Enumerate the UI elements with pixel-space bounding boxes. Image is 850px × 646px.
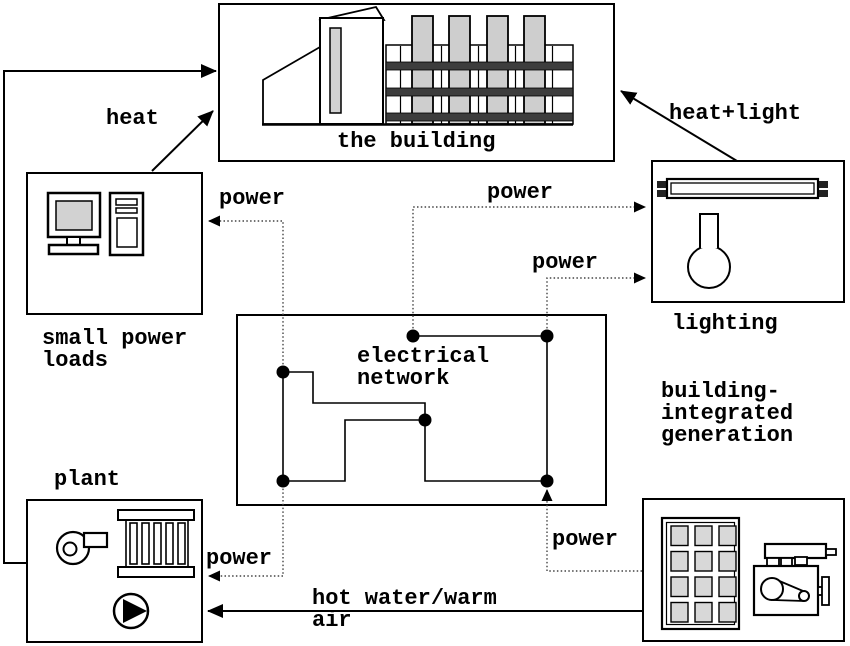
small-power-loads-label: small power loads xyxy=(42,326,188,373)
building-label: the building xyxy=(337,129,496,154)
power-from-generation-label: power xyxy=(552,527,619,552)
power-to-lighting-bottom-label: power xyxy=(532,250,599,275)
heat-light-label: heat+light xyxy=(669,101,802,126)
generation-box xyxy=(642,498,845,642)
lighting-box xyxy=(651,160,845,303)
hot-water-label: hot water/warm air xyxy=(312,586,497,633)
small-power-loads-box xyxy=(26,172,203,315)
electrical-network-box xyxy=(236,314,607,506)
power-to-plant-label: power xyxy=(206,546,273,571)
electrical-network-label: electrical network xyxy=(357,344,490,391)
heat-arrow-loads-to-building xyxy=(151,110,214,172)
power-to-loads-label: power xyxy=(219,186,286,211)
plant-box xyxy=(26,499,203,643)
plant-label: plant xyxy=(54,467,121,492)
generation-label: building- integrated generation xyxy=(661,379,794,448)
power-to-lighting-top-label: power xyxy=(487,180,554,205)
lighting-label: lighting xyxy=(672,311,778,336)
heat-label: heat xyxy=(106,106,159,131)
